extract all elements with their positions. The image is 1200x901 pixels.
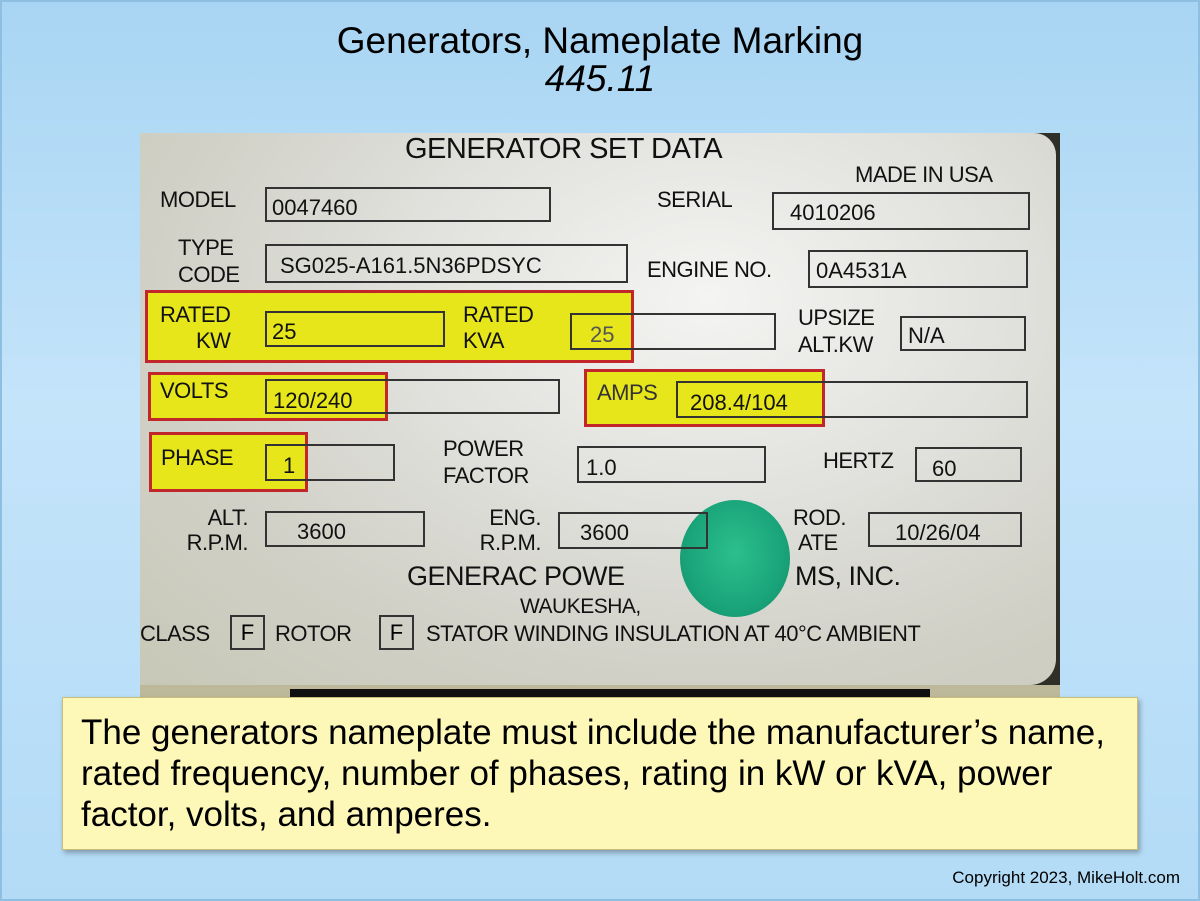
- phase-value: 1: [283, 453, 296, 478]
- engine-label: ENGINE NO.: [647, 257, 772, 282]
- plate-shadow: [290, 689, 930, 697]
- rotor-label: ROTOR: [275, 621, 352, 646]
- rotor-value: F: [379, 615, 414, 650]
- engine-value: 0A4531A: [816, 258, 907, 283]
- prod-date-value: 10/26/04: [895, 520, 981, 545]
- rated-kw-value: 25: [272, 319, 297, 344]
- hertz-value: 60: [932, 456, 957, 481]
- alt-rpm-label-1: ALT.: [207, 505, 249, 530]
- class-value: F: [230, 615, 265, 650]
- hertz-label: HERTZ: [823, 448, 894, 473]
- hertz-box: [915, 447, 1022, 482]
- rated-kw-label-2: KW: [196, 328, 231, 353]
- volts-label: VOLTS: [160, 378, 229, 403]
- rated-kva-value: 25: [590, 322, 615, 347]
- model-label: MODEL: [160, 187, 236, 212]
- type-code-value: SG025-A161.5N36PDSYC: [280, 253, 542, 278]
- slide-subtitle: 445.11: [544, 58, 656, 99]
- stator-text: STATOR WINDING INSULATION AT 40°C AMBIEN…: [426, 621, 921, 646]
- made-in-label: MADE IN USA: [855, 162, 993, 187]
- pf-box: [577, 446, 766, 483]
- maker-left: GENERAC POWE: [407, 561, 625, 591]
- rated-kva-box: [570, 313, 776, 350]
- slide-title: Generators, Nameplate Marking: [336, 20, 864, 61]
- amps-box: [676, 381, 1028, 418]
- rated-kva-label-1: RATED: [463, 302, 534, 327]
- maker-right: MS, INC.: [795, 561, 901, 591]
- volts-value: 120/240: [273, 388, 353, 413]
- class-label: CLASS: [140, 621, 210, 646]
- nameplate-photo: GENERATOR SET DATA MADE IN USA MODEL 004…: [140, 133, 1060, 697]
- code-label: CODE: [178, 262, 240, 287]
- highlight-phase: [149, 432, 308, 492]
- model-box: [265, 187, 551, 222]
- eng-rpm-label-1: ENG.: [489, 505, 541, 530]
- type-code-box: [265, 244, 628, 283]
- copyright: Copyright 2023, MikeHolt.com: [952, 868, 1180, 887]
- alt-rpm-value: 3600: [297, 519, 346, 544]
- rated-kva-label-2: KVA: [463, 328, 504, 353]
- eng-rpm-box: [558, 512, 708, 549]
- pf-label-2: FACTOR: [443, 463, 529, 488]
- engine-box: [808, 250, 1028, 288]
- eng-rpm-value: 3600: [580, 520, 629, 545]
- rated-kw-label-1: RATED: [160, 302, 231, 327]
- serial-box: [772, 192, 1030, 230]
- type-label: TYPE: [178, 235, 234, 260]
- prod-label-2: ATE: [798, 530, 838, 555]
- serial-label: SERIAL: [657, 187, 733, 212]
- eng-rpm-label-2: R.P.M.: [479, 530, 542, 555]
- volts-box: [265, 379, 560, 414]
- model-value: 0047460: [272, 195, 358, 220]
- highlight-rated: [145, 290, 634, 363]
- prod-date-box: [868, 512, 1022, 547]
- green-sticker: [680, 500, 790, 617]
- city-text: WAUKESHA,: [520, 595, 641, 618]
- amps-label: AMPS: [597, 380, 658, 405]
- rated-kw-box: [265, 311, 445, 347]
- pf-value: 1.0: [586, 455, 617, 480]
- serial-value: 4010206: [790, 200, 876, 225]
- pf-label-1: POWER: [443, 436, 524, 461]
- alt-rpm-box: [265, 511, 425, 547]
- plate-heading: GENERATOR SET DATA: [405, 133, 723, 165]
- upsize-label-2: ALT.KW: [798, 332, 873, 357]
- prod-label-1: ROD.: [793, 505, 847, 530]
- phase-box: [265, 444, 395, 481]
- upsize-label-1: UPSIZE: [798, 305, 875, 330]
- phase-label: PHASE: [161, 445, 234, 470]
- upsize-value: N/A: [908, 323, 945, 348]
- upsize-box: [900, 316, 1026, 351]
- amps-value: 208.4/104: [690, 390, 788, 415]
- caption-box: The generators nameplate must include th…: [62, 697, 1138, 850]
- alt-rpm-label-2: R.P.M.: [186, 530, 249, 555]
